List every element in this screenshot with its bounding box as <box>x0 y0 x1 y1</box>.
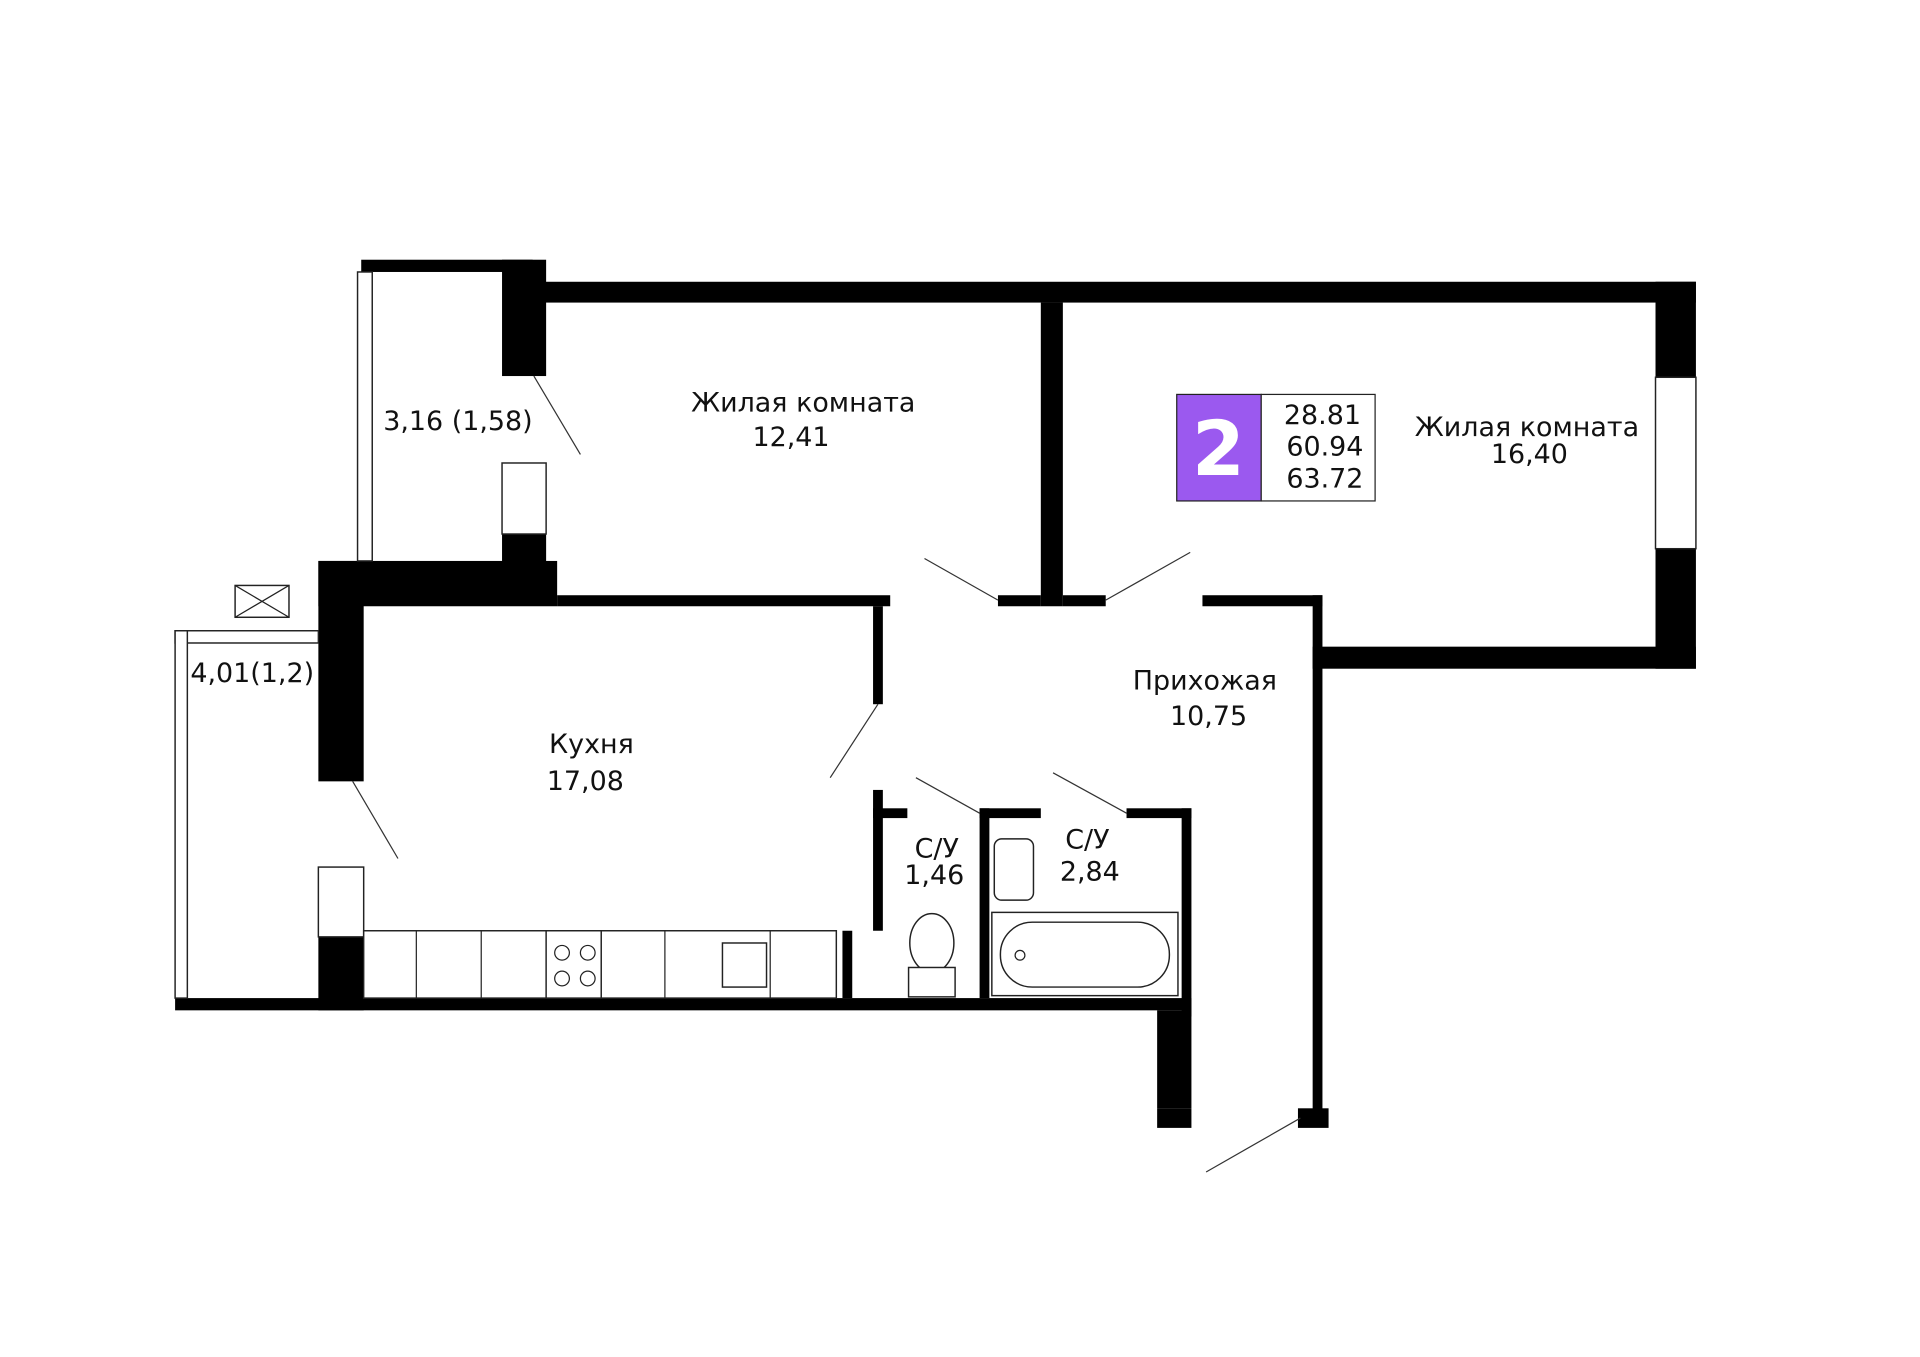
living-area-value: 28.81 <box>1284 400 1361 431</box>
room-area: 10,75 <box>1170 701 1247 732</box>
toilet-icon <box>907 912 956 998</box>
room-area: 16,40 <box>1491 439 1568 470</box>
room-area: 2,84 <box>1060 857 1120 888</box>
total-area-value: 60.94 <box>1286 432 1363 463</box>
ac-unit-icon <box>234 584 290 619</box>
room-name: Жилая комната <box>1415 412 1639 443</box>
balcony-area: 3,16 (1,58) <box>383 406 532 437</box>
room-name: С/У <box>915 833 959 864</box>
room-name: Кухня <box>549 729 634 760</box>
bathtub-icon <box>991 911 1179 997</box>
door-swings <box>352 375 1301 1173</box>
kitchen-counter <box>362 930 838 999</box>
walls <box>175 259 1696 1128</box>
room-area: 12,41 <box>752 422 829 453</box>
sink-icon <box>993 838 1035 901</box>
room-area: 1,46 <box>904 860 964 891</box>
room-name: С/У <box>1065 825 1109 856</box>
room-count: 2 <box>1192 405 1245 493</box>
total-with-balcony-value: 63.72 <box>1286 463 1363 494</box>
balcony-area: 4,01(1,2) <box>190 658 314 689</box>
room-name: Прихожая <box>1133 666 1277 697</box>
room-name: Жилая комната <box>691 388 915 419</box>
apartment-badge: 2 28.81 60.94 63.72 <box>1176 393 1376 502</box>
room-area: 17,08 <box>547 766 624 797</box>
windows <box>174 271 1697 999</box>
